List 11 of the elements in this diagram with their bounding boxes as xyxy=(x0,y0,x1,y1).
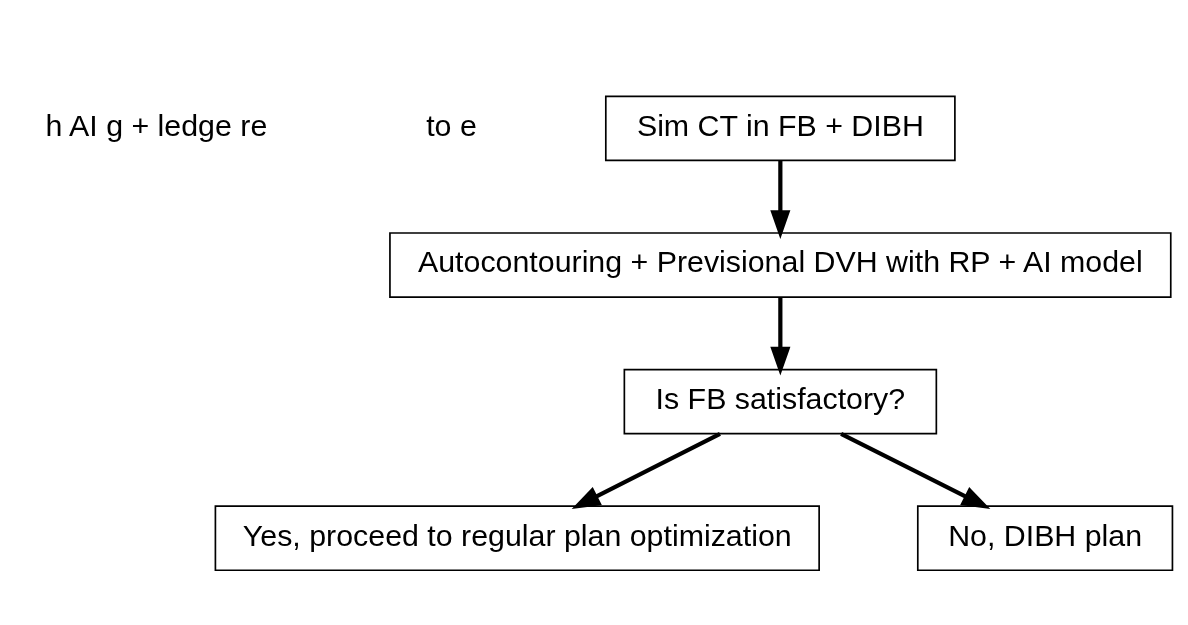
arrow xyxy=(840,431,991,509)
arrow xyxy=(770,297,791,376)
label: h AI g + ledge re xyxy=(45,108,268,142)
arrow xyxy=(770,160,791,239)
node-box: Sim CT in FB + DIBH xyxy=(604,95,956,161)
label: to e xyxy=(426,108,477,142)
node-box: No, DIBH plan xyxy=(916,504,1174,571)
node-box: Autocontouring + Previsional DVH with RP + AI model xyxy=(389,231,1172,298)
arrow xyxy=(571,431,721,509)
node-box: Is FB satisfactory? xyxy=(623,368,938,434)
node-box: Yes, proceed to regular plan optimization xyxy=(214,504,820,571)
